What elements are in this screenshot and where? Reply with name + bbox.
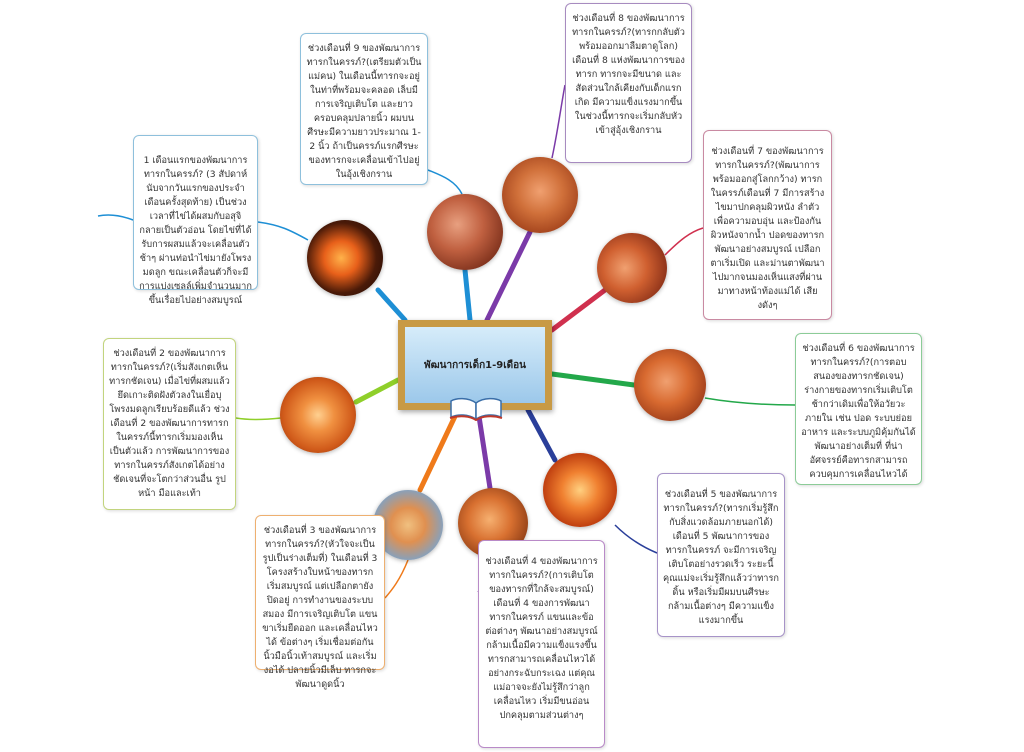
node-text: ช่วงเดือนที่ 2 ของพัฒนาการทารกในครรภ์?(เ… (109, 348, 230, 499)
node-month-5[interactable]: ช่วงเดือนที่ 5 ของพัฒนาการทารกในครรภ์?(ท… (657, 473, 785, 637)
branch-m7 (549, 287, 608, 333)
node-text: ช่วงเดือนที่ 3 ของพัฒนาการทารกในครรภ์?(ห… (262, 525, 378, 690)
node-text: 1 เดือนแรกของพัฒนาการทารกในครรภ์? (3 สัป… (139, 155, 252, 306)
node-month-7[interactable]: ช่วงเดือนที่ 7 ของพัฒนาการทารกในครรภ์?(พ… (703, 130, 832, 320)
node-text: ช่วงเดือนที่ 6 ของพัฒนาการทารกในครรภ์?(ก… (801, 343, 916, 480)
node-month-2[interactable]: ช่วงเดือนที่ 2 ของพัฒนาการทารกในครรภ์?(เ… (103, 338, 236, 510)
branch-m8 (484, 229, 533, 323)
branch-m4 (475, 407, 493, 491)
node-text: ช่วงเดือนที่ 8 ของพัฒนาการทารกในครรภ์?(ท… (572, 13, 685, 136)
branch-m9 (462, 267, 473, 323)
branch-m1 (375, 287, 408, 323)
node-text: ช่วงเดือนที่ 5 ของพัฒนาการทารกในครรภ์?(ท… (663, 489, 779, 626)
branch-m3 (417, 407, 461, 493)
central-title: พัฒนาการเด็ก1-9เดือน (424, 359, 526, 371)
node-month-1[interactable]: 1 เดือนแรกของพัฒนาการทารกในครรภ์? (3 สัป… (133, 135, 258, 306)
node-month-3[interactable]: ช่วงเดือนที่ 3 ของพัฒนาการทารกในครรภ์?(ห… (255, 515, 385, 690)
branch-m2 (353, 377, 401, 405)
node-month-8[interactable]: ช่วงเดือนที่ 8 ของพัฒนาการทารกในครรภ์?(ท… (565, 3, 692, 163)
node-text: ช่วงเดือนที่ 9 ของพัฒนาการทารกในครรภ์?(เ… (306, 43, 422, 180)
node-month-9[interactable]: ช่วงเดือนที่ 9 ของพัฒนาการทารกในครรภ์?(เ… (300, 33, 428, 185)
fetus-image-m8 (502, 157, 578, 233)
node-month-6[interactable]: ช่วงเดือนที่ 6 ของพัฒนาการทารกในครรภ์?(ก… (795, 333, 922, 485)
node-text: ช่วงเดือนที่ 7 ของพัฒนาการทารกในครรภ์?(พ… (710, 146, 825, 311)
node-month-4[interactable]: ช่วงเดือนที่ 4 ของพัฒนาการทารกในครรภ์?(ก… (478, 540, 605, 748)
book-icon (449, 397, 503, 421)
branch-m5 (525, 407, 558, 463)
fetus-image-m7 (597, 233, 667, 303)
node-text: ช่วงเดือนที่ 4 ของพัฒนาการทารกในครรภ์?(ก… (485, 556, 598, 721)
fetus-image-m5 (543, 453, 617, 527)
fetus-image-m1 (307, 220, 383, 296)
fetus-image-m2 (280, 377, 356, 453)
fetus-image-m6 (634, 349, 706, 421)
fetus-image-m9 (427, 194, 503, 270)
branch-m6 (549, 371, 637, 388)
